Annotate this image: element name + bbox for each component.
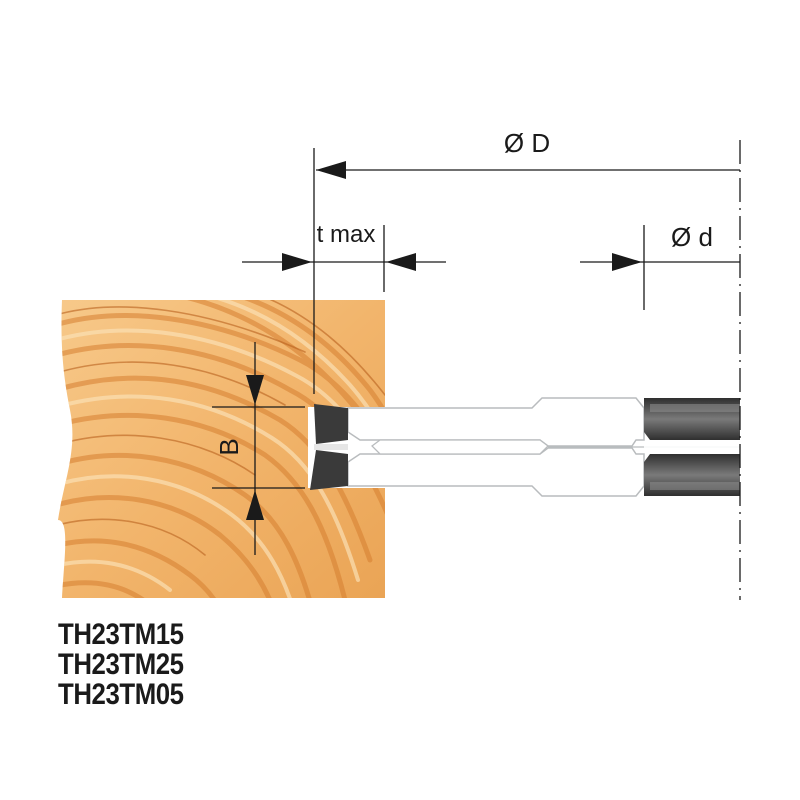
arrowhead-icon bbox=[246, 490, 264, 520]
lower-carbide-tip bbox=[310, 450, 348, 490]
product-code: TH23TM05 bbox=[58, 678, 184, 711]
bore-diameter-dimension: Ø d bbox=[580, 222, 740, 271]
cutter-body bbox=[347, 397, 740, 497]
extension-lines bbox=[212, 140, 741, 600]
wood-grain bbox=[58, 300, 385, 598]
upper-carbide-tip bbox=[314, 404, 348, 444]
outer-diameter-label: Ø D bbox=[504, 128, 550, 158]
arrowhead-icon bbox=[386, 253, 416, 271]
carbide-tips bbox=[310, 404, 348, 490]
product-code: TH23TM25 bbox=[58, 648, 184, 681]
arrowhead-icon bbox=[316, 161, 346, 179]
hub-section bbox=[644, 398, 740, 496]
max-depth-dimension: t max bbox=[242, 221, 446, 271]
bore-diameter-label: Ø d bbox=[671, 222, 713, 252]
product-code: TH23TM15 bbox=[58, 618, 184, 651]
arrowhead-icon bbox=[282, 253, 312, 271]
arrowhead-icon bbox=[612, 253, 642, 271]
width-dimension: B bbox=[214, 342, 264, 555]
width-label: B bbox=[214, 438, 244, 455]
outer-diameter-dimension: Ø D bbox=[316, 128, 740, 179]
arrowhead-icon bbox=[246, 375, 264, 405]
max-depth-label: t max bbox=[317, 221, 376, 248]
